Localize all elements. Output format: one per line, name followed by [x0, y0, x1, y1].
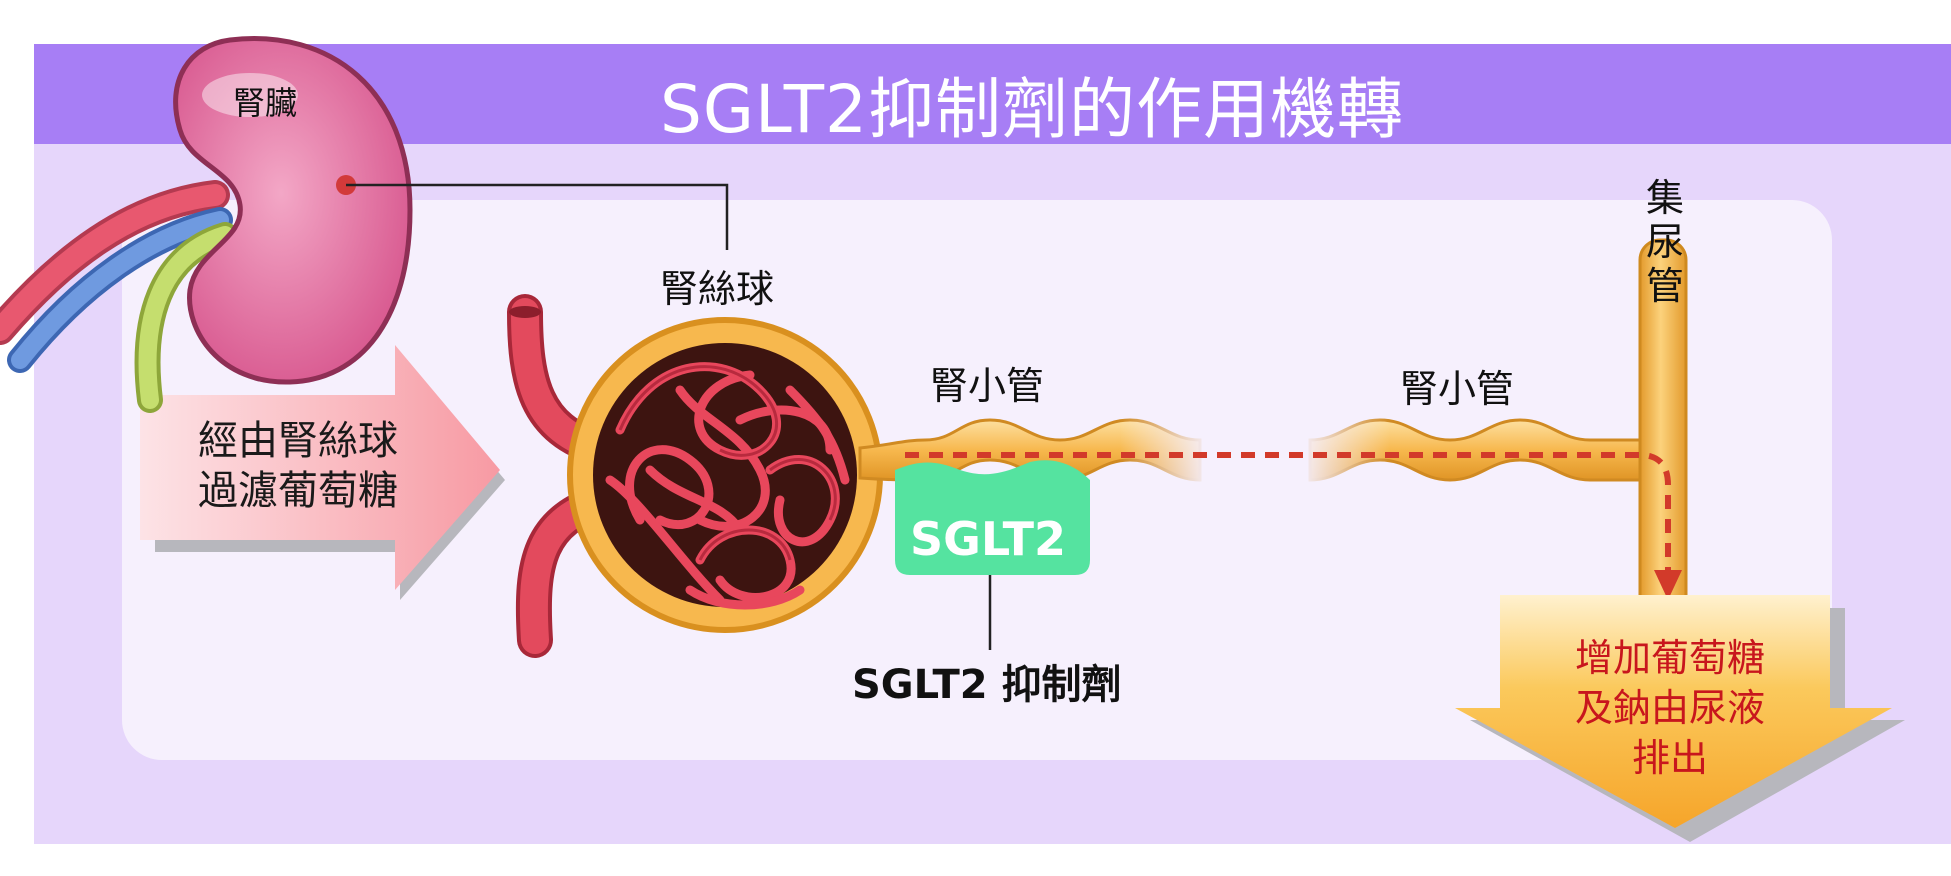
kidney-label: 腎臟: [233, 84, 298, 122]
sglt2-transporter: [895, 460, 1090, 650]
sglt2-inhibitor-label: SGLT2 抑制劑: [852, 662, 1122, 708]
glucose-flow-arrow: [905, 452, 1682, 600]
glomerulus-label: 腎絲球: [660, 267, 775, 311]
excretion-arrow: [1455, 595, 1905, 842]
page-title: SGLT2抑制劑的作用機轉: [660, 71, 1405, 148]
glomerulus-leader-line: [346, 183, 729, 250]
tubule-label-2: 腎小管: [1400, 367, 1515, 411]
glomerulus: [567, 317, 883, 633]
distal-tubule: [1300, 400, 1662, 500]
tubule-label-1: 腎小管: [930, 364, 1045, 408]
sglt2-box-label: SGLT2: [910, 512, 1066, 566]
collecting-duct-label: 集尿管: [1645, 176, 1684, 308]
excretion-arrow-text: 增加葡萄糖 及鈉由尿液 排出: [1574, 636, 1765, 780]
filtration-arrow-text: 經由腎絲球 過濾葡萄糖: [198, 418, 398, 514]
kidney-shape: [173, 36, 413, 385]
filtration-arrow: [140, 345, 505, 600]
renal-vessels: [0, 180, 238, 413]
